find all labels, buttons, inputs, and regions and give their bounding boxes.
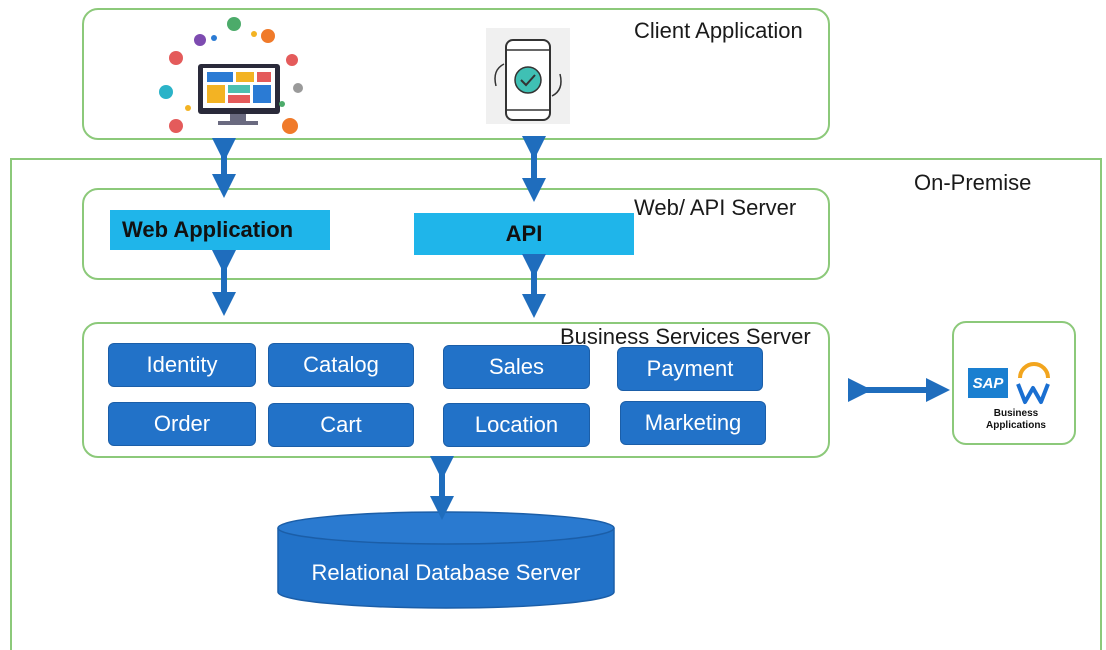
business-applications-line2: Applications <box>985 420 1046 431</box>
service-marketing: Marketing <box>620 401 766 445</box>
sap-logo: SAP <box>968 368 1008 398</box>
web-api-server-title: Web/ API Server <box>634 195 797 220</box>
business-applications-line1: Business <box>993 408 1039 419</box>
database-label: Relational Database Server <box>311 560 581 585</box>
service-identity: Identity <box>108 343 256 387</box>
service-payment: Payment <box>617 347 763 391</box>
business-services-title: Business Services Server <box>560 324 811 349</box>
service-location: Location <box>443 403 590 447</box>
client-application-title: Client Application <box>634 18 803 43</box>
web-application-label: Web Application <box>122 217 294 242</box>
business-applications-caption: Business Applications <box>968 408 1064 432</box>
on-premise-title: On-Premise <box>914 170 1032 195</box>
api-box: API <box>414 213 634 255</box>
service-sales: Sales <box>443 345 590 389</box>
on-premise-frame <box>10 158 1102 650</box>
service-cart: Cart <box>268 403 414 447</box>
web-application-box: Web Application <box>110 210 330 250</box>
service-catalog: Catalog <box>268 343 414 387</box>
service-order: Order <box>108 402 256 446</box>
api-label: API <box>505 221 543 246</box>
